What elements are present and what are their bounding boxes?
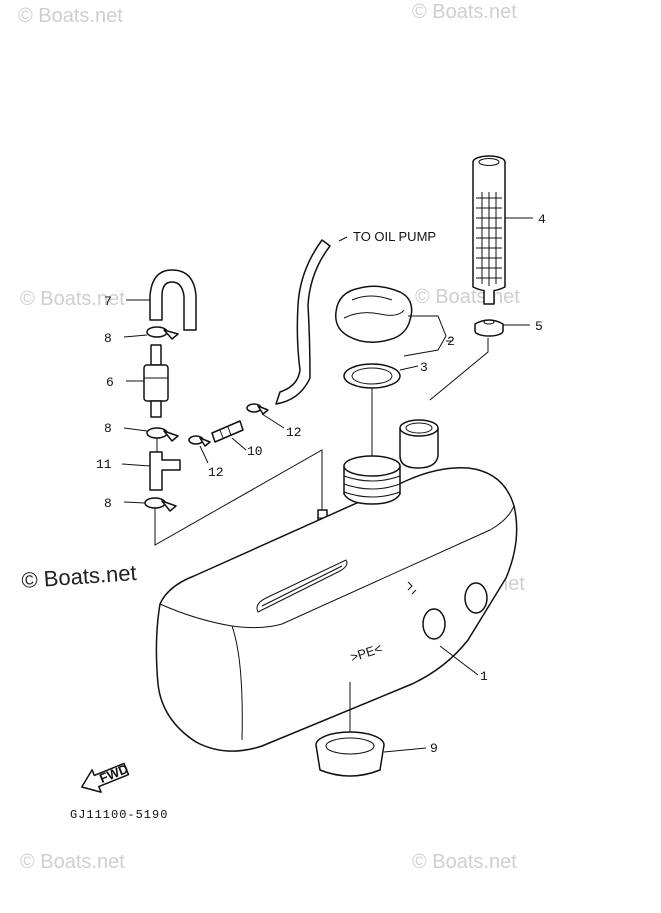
callout-10: 10 <box>247 444 263 459</box>
watermark-top-right: © Boats.net <box>412 1 517 23</box>
callout-2: 2 <box>447 334 455 349</box>
callout-11: 11 <box>96 457 112 472</box>
callout-8c: 8 <box>104 496 112 511</box>
callout-12a: 12 <box>286 425 302 440</box>
part-grommet <box>474 319 504 337</box>
part-filler-cap <box>335 285 413 343</box>
callout-12b: 12 <box>208 465 224 480</box>
callout-5: 5 <box>535 319 543 334</box>
part-clip-middle <box>146 427 179 442</box>
part-clip-12-lower <box>188 435 211 447</box>
part-straight-joint <box>211 420 244 443</box>
part-clip-upper <box>146 326 179 340</box>
callout-4: 4 <box>538 212 546 227</box>
to-oil-pump-label: TO OIL PUMP <box>353 229 436 244</box>
callout-8b: 8 <box>104 421 112 436</box>
part-oil-tank: >PE< <box>155 467 518 752</box>
watermark-mid-left-faint: © Boats.net <box>20 288 125 310</box>
part-l-joint <box>149 451 181 491</box>
callout-8a: 8 <box>104 331 112 346</box>
part-fuel-filter <box>143 344 169 418</box>
callout-9: 9 <box>430 741 438 756</box>
part-filler-neck <box>343 419 439 505</box>
callout-3: 3 <box>420 360 428 375</box>
watermark-mid-left-main: © Boats.net <box>21 560 138 593</box>
watermark-top-left: © Boats.net <box>18 5 123 27</box>
part-clip-lower <box>144 497 177 512</box>
watermark-bottom-right: © Boats.net <box>412 851 517 873</box>
part-strainer <box>472 155 506 305</box>
callout-6: 6 <box>106 375 114 390</box>
part-hose-u <box>149 269 197 331</box>
fwd-label: FWD <box>97 761 130 786</box>
fwd-arrow-icon: FWD <box>80 761 130 793</box>
callout-1: 1 <box>480 669 488 684</box>
drawing-code: GJ11100-5190 <box>70 808 168 822</box>
part-clip-12-upper <box>246 403 269 415</box>
watermark-mid-right-faint: © Boats.net <box>415 286 520 308</box>
watermark-bottom-left: © Boats.net <box>20 851 125 873</box>
callout-7: 7 <box>104 294 112 309</box>
part-bottom-grommet <box>315 731 385 777</box>
part-gasket <box>343 363 401 389</box>
